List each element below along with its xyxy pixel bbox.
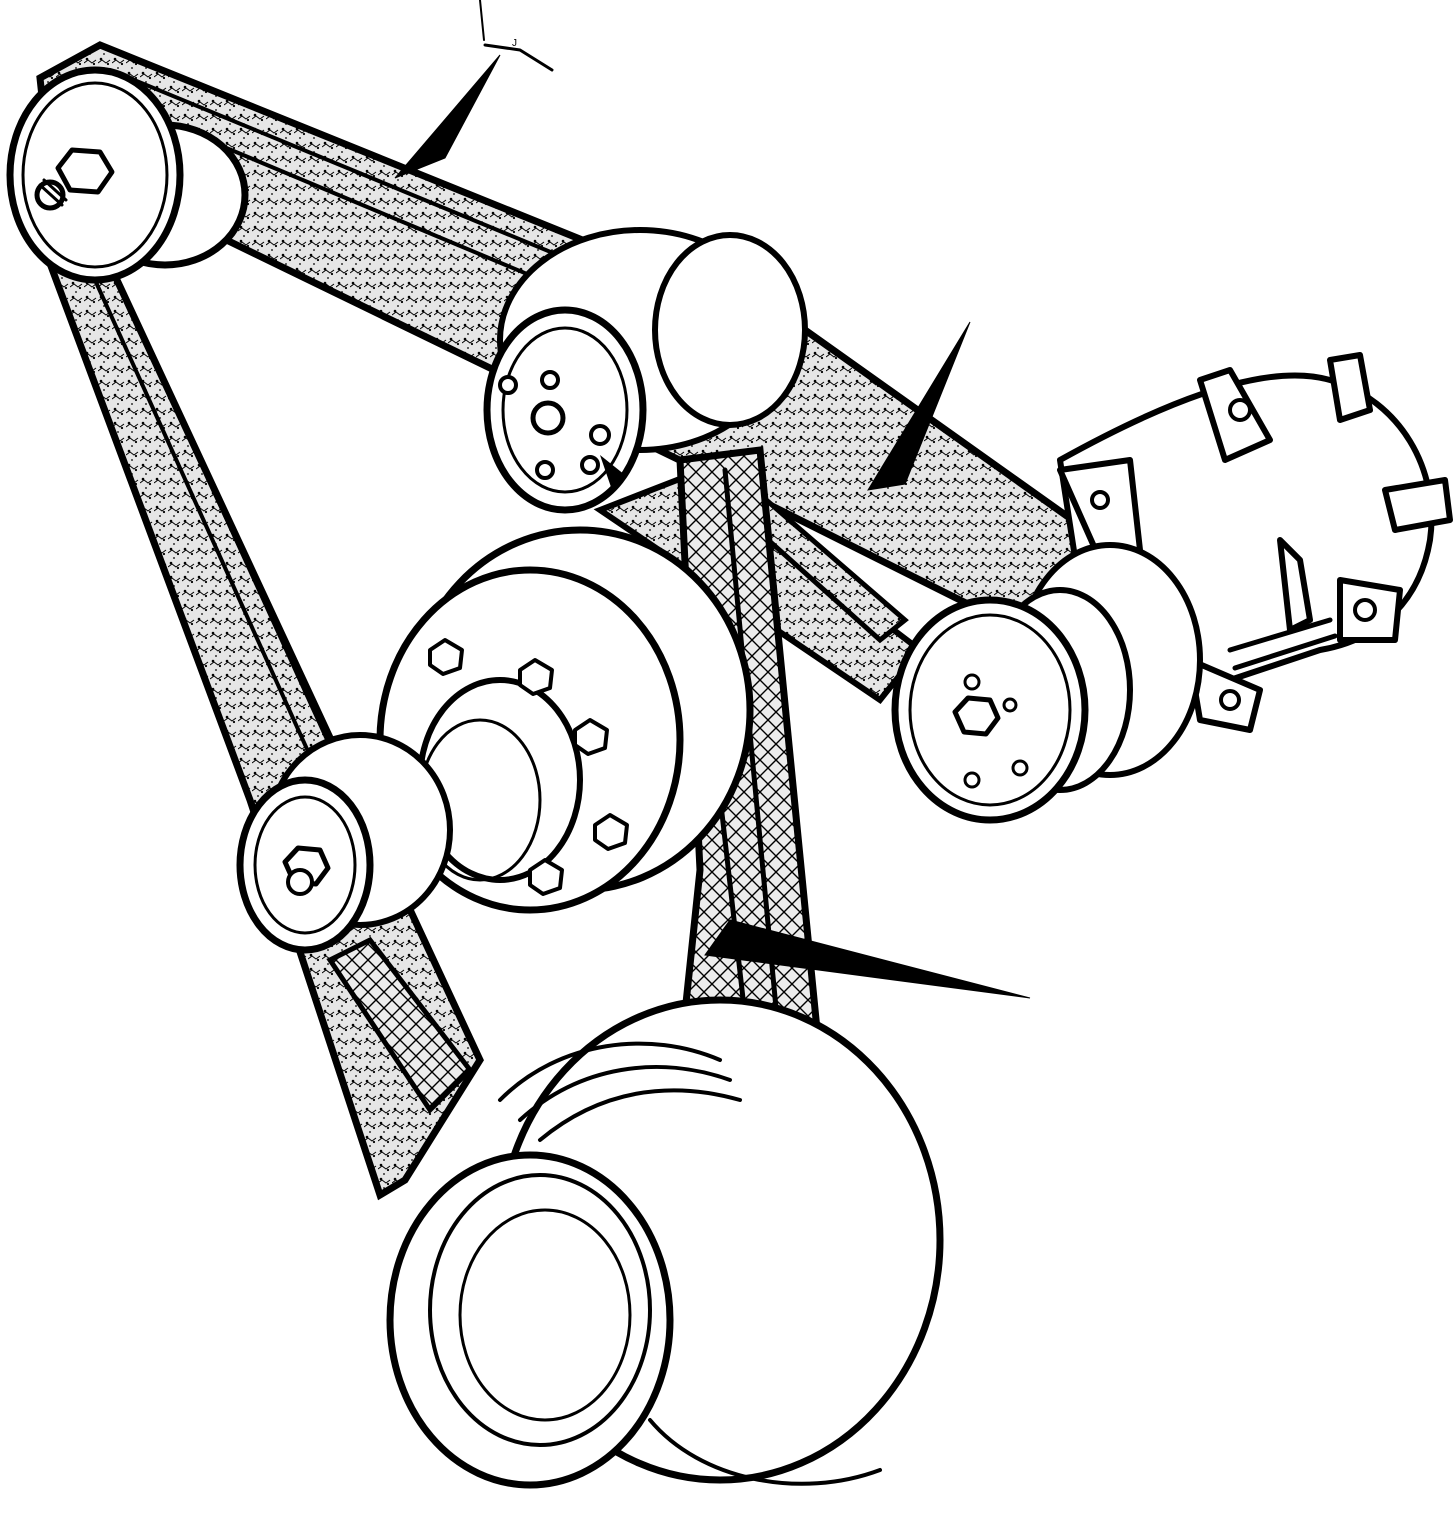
crankshaft-pulley: [386, 996, 944, 1489]
center-pulley: [376, 526, 754, 914]
ac-compressor: [891, 352, 1453, 824]
lower-left-idler-pulley: [236, 732, 453, 954]
callout-leader-lower: [704, 919, 1031, 999]
idler-nut-icon: [282, 845, 331, 896]
top-left-pulley: [6, 66, 249, 284]
idler-pulley: [483, 227, 808, 514]
callout-leader-right: [867, 321, 971, 491]
pulley-nut-icon: [34, 147, 115, 211]
callout-leader-top: J: [394, 0, 554, 179]
callout-letter: J: [512, 38, 517, 49]
